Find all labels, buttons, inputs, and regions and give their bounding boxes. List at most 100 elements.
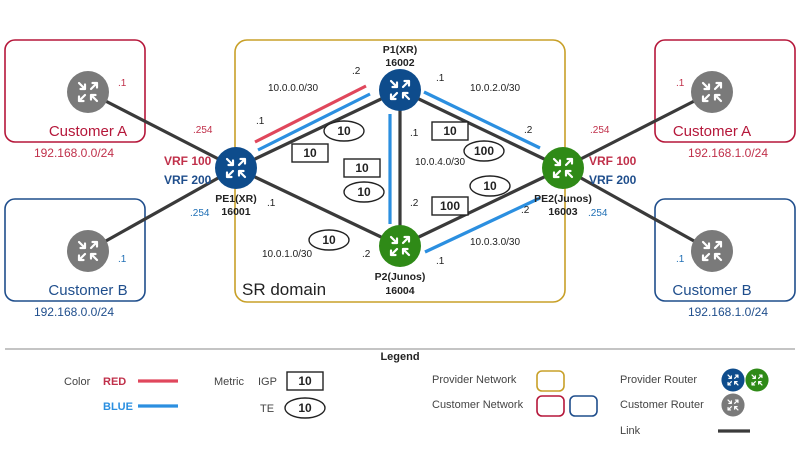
subnet-pe1-p1: 10.0.0.0/30 <box>268 83 318 94</box>
metric-te-p1-p2 <box>343 181 385 203</box>
legend-link: Link <box>620 425 641 437</box>
pe1-vrf200: VRF 200 <box>164 173 212 187</box>
legend-igp-value: 10 <box>298 374 312 388</box>
customer-router-a-left[interactable] <box>67 71 109 113</box>
pe1-sid: 16001 <box>221 206 250 218</box>
metric-igp-pe1-p1-value: 10 <box>303 146 317 160</box>
p1-p2-p2-addr: .2 <box>410 198 419 209</box>
customer-b-left-box <box>4 198 146 302</box>
link-p2-pe2 <box>398 166 565 248</box>
customer-router-a-right[interactable] <box>691 71 733 113</box>
pe1-p1-p-addr: .2 <box>352 66 361 77</box>
customer-a-left-name: Customer A <box>49 123 127 140</box>
router-pe2[interactable] <box>542 147 584 189</box>
pe1-p2-pe-addr: .1 <box>267 198 276 209</box>
legend-customer-router-icon <box>721 393 745 417</box>
pe1-p1-pe-addr: .1 <box>256 116 265 127</box>
legend-customer-router: Customer Router <box>620 399 704 411</box>
metric-igp-pe1-p1 <box>291 143 329 163</box>
legend-provider-router-green-icon <box>745 368 769 392</box>
link-pe2-cea <box>561 90 714 170</box>
p1-sid: 16002 <box>385 57 414 69</box>
customer-router-b-left[interactable] <box>67 230 109 272</box>
customer-b-left-name: Customer B <box>48 282 127 299</box>
legend-igp-label: IGP <box>258 376 277 388</box>
links <box>86 88 714 253</box>
metric-te-pe1-p1 <box>323 120 365 142</box>
pe2-vrf200: VRF 200 <box>589 173 637 187</box>
metric-igp-p1-pe2-value: 10 <box>443 124 457 138</box>
link-pe1-p1 <box>234 88 402 170</box>
metric-te-p2-pe2-value: 10 <box>483 179 497 193</box>
p2-name: P2(Junos) <box>375 271 426 283</box>
legend-metric-label: Metric <box>214 376 244 388</box>
router-pe1[interactable] <box>215 147 257 189</box>
sr-domain-label: SR domain <box>242 280 326 299</box>
legend-title: Legend <box>380 351 419 363</box>
router-p1[interactable] <box>379 69 421 111</box>
blue-color-line-p1-pe2 <box>423 90 541 150</box>
metric-igp-p1-p2 <box>343 158 381 178</box>
metric-te-p1-pe2-value: 100 <box>474 144 494 158</box>
subnet-pe1-p2: 10.0.1.0/30 <box>262 249 312 260</box>
legend-te-value: 10 <box>298 401 312 415</box>
link-pe1-p2 <box>234 166 402 248</box>
subnet-p1-p2: 10.0.4.0/30 <box>415 157 465 168</box>
pe2-cea-addr: .254 <box>590 125 610 136</box>
p2-pe2-pe-addr: .2 <box>521 205 530 216</box>
legend-customer-network: Customer Network <box>432 399 524 411</box>
legend-blue-label: BLUE <box>103 401 133 413</box>
pe2-name: PE2(Junos) <box>534 193 592 205</box>
p1-name: P1(XR) <box>383 44 417 56</box>
pe1-vrf100: VRF 100 <box>164 154 212 168</box>
metric-igp-p1-pe2 <box>431 121 469 141</box>
customer-b-right-box <box>654 198 796 302</box>
legend-customer-network-box-a <box>536 395 565 417</box>
pe2-sid: 16003 <box>548 206 577 218</box>
p1-pe2-p-addr: .1 <box>436 73 445 84</box>
red-color-line <box>254 84 367 144</box>
metric-te-pe1-p1-value: 10 <box>337 124 351 138</box>
blue-color-line-p2-pe2 <box>424 196 541 254</box>
link-cea-pe1 <box>86 90 238 170</box>
legend-provider-network: Provider Network <box>432 374 517 386</box>
pe1-cea-addr: .254 <box>193 125 213 136</box>
metric-igp-p2-pe2 <box>431 196 469 216</box>
p1-pe2-pe-addr: .2 <box>524 125 533 136</box>
legend-te-ellipse <box>284 397 326 419</box>
pe2-vrf100: VRF 100 <box>589 154 637 168</box>
router-p2[interactable] <box>379 225 421 267</box>
legend-provider-router: Provider Router <box>620 374 697 386</box>
subnet-p1-pe2: 10.0.2.0/30 <box>470 83 520 94</box>
blue-color-line-pe1-p1 <box>257 92 371 152</box>
customer-a-right-box <box>654 39 796 143</box>
customer-router-b-right[interactable] <box>691 230 733 272</box>
metric-te-pe1-p2 <box>308 229 350 251</box>
legend-provider-router-blue-icon <box>721 368 745 392</box>
pe1-p2-p-addr: .2 <box>362 249 371 260</box>
metric-igp-p2-pe2-value: 100 <box>440 199 460 213</box>
customer-a-right-name: Customer A <box>673 123 751 140</box>
link-pe2-ceb <box>561 166 714 253</box>
subnet-p2-pe2: 10.0.3.0/30 <box>470 237 520 248</box>
customer-b-left-subnet: 192.168.0.0/24 <box>34 305 114 319</box>
pe2-ceb-addr: .254 <box>588 208 608 219</box>
legend-red-label: RED <box>103 376 126 388</box>
pe1-name: PE1(XR) <box>215 193 256 205</box>
legend-igp-box <box>286 371 324 391</box>
metric-te-p1-p2-value: 10 <box>357 185 371 199</box>
metric-te-pe1-p2-value: 10 <box>322 233 336 247</box>
metric-igp-p1-p2-value: 10 <box>355 161 369 175</box>
legend-color-label: Color <box>64 376 91 388</box>
legend-customer-network-box-b <box>569 395 598 417</box>
metric-te-p2-pe2 <box>469 175 511 197</box>
p2-sid: 16004 <box>385 285 414 297</box>
metric-te-p1-pe2 <box>463 140 505 162</box>
p2-pe2-p-addr: .1 <box>436 256 445 267</box>
customer-a-right-subnet: 192.168.1.0/24 <box>688 146 768 160</box>
customer-a-left-subnet: 192.168.0.0/24 <box>34 146 114 160</box>
cea-left-addr: .1 <box>118 78 127 89</box>
link-ceb-pe1 <box>86 166 238 253</box>
legend-te-label: TE <box>260 403 274 415</box>
